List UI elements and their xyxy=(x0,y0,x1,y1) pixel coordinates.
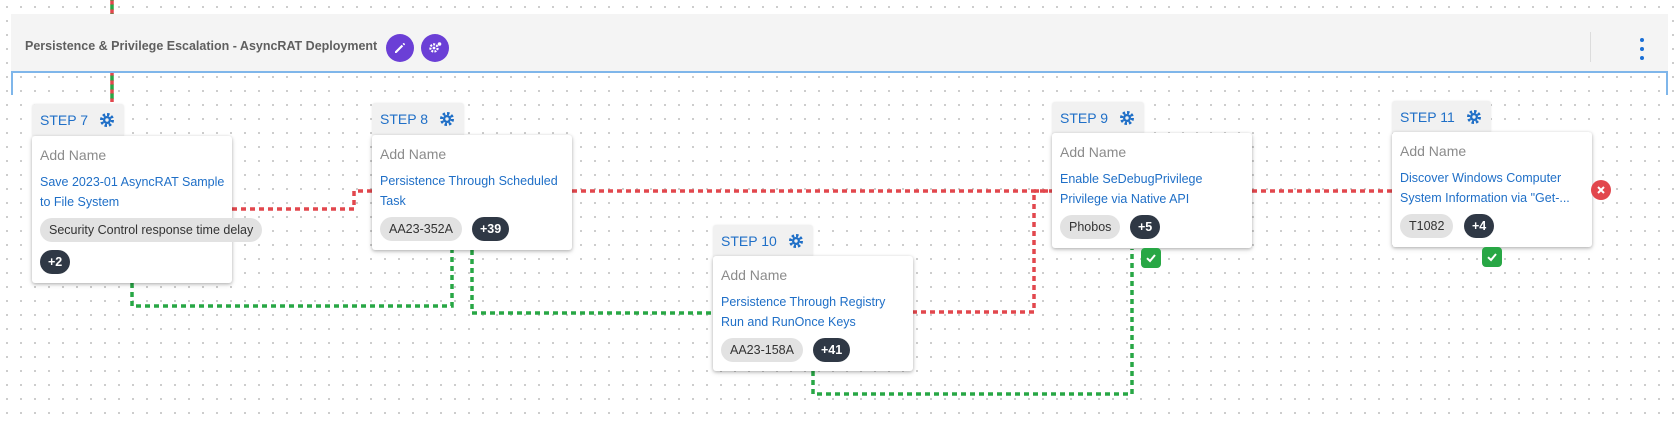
connector-line-fail xyxy=(232,189,372,211)
action-text-line: Discover Windows Computer xyxy=(1400,171,1562,185)
action-text-line: Task xyxy=(380,194,406,208)
step-tab[interactable]: STEP 8 xyxy=(372,103,464,135)
step-action-link[interactable]: Enable SeDebugPrivilege Privilege via Na… xyxy=(1060,169,1202,209)
more-tags-badge[interactable]: +41 xyxy=(813,338,851,362)
step-tab[interactable]: STEP 10 xyxy=(713,225,813,257)
step-card[interactable]: Add Name Discover Windows Computer Syste… xyxy=(1392,132,1592,247)
scenario-title: Persistence & Privilege Escalation - Asy… xyxy=(25,39,378,53)
step-name-field[interactable]: Add Name xyxy=(721,267,788,283)
check-icon xyxy=(1146,254,1156,263)
gear-icon[interactable] xyxy=(1465,108,1483,126)
more-tags-badge[interactable]: +39 xyxy=(472,217,510,241)
more-tags-badge[interactable]: +5 xyxy=(1130,215,1161,239)
step-label: STEP 9 xyxy=(1060,110,1108,126)
step-name-field[interactable]: Add Name xyxy=(1060,144,1127,160)
step-name-field[interactable]: Add Name xyxy=(380,146,447,162)
group-bracket-left xyxy=(11,71,13,95)
more-tags-badge[interactable]: +2 xyxy=(40,250,71,274)
gear-icon[interactable] xyxy=(1118,109,1136,127)
action-text-line: Persistence Through Scheduled xyxy=(380,174,558,188)
connector-line-pass xyxy=(130,250,454,308)
step-label: STEP 11 xyxy=(1400,109,1455,125)
scenario-header: Persistence & Privilege Escalation - Asy… xyxy=(11,14,1668,73)
header-divider xyxy=(1590,32,1591,62)
step-card[interactable]: Add Name Persistence Through Registry Ru… xyxy=(713,256,913,371)
step-label: STEP 10 xyxy=(721,233,777,249)
scenario-settings-button[interactable] xyxy=(421,34,449,62)
step-action-link[interactable]: Discover Windows Computer System Informa… xyxy=(1400,168,1570,208)
step-name-field[interactable]: Add Name xyxy=(40,147,107,163)
step-action-link[interactable]: Save 2023-01 AsyncRAT Sample to File Sys… xyxy=(40,172,224,212)
tag-chip[interactable]: Security Control response time delay xyxy=(40,218,263,242)
group-bracket-right xyxy=(1666,71,1668,95)
fail-status-badge xyxy=(1591,180,1611,200)
tag-chip[interactable]: AA23-352A xyxy=(380,217,462,241)
step-tab[interactable]: STEP 9 xyxy=(1052,102,1144,134)
step-card[interactable]: Add Name Enable SeDebugPrivilege Privile… xyxy=(1052,133,1252,248)
gear-icon[interactable] xyxy=(98,111,116,129)
step-label: STEP 7 xyxy=(40,112,88,128)
action-text-line: System Information via "Get-... xyxy=(1400,191,1570,205)
pencil-icon xyxy=(395,42,406,53)
gear-icon[interactable] xyxy=(787,232,805,250)
connector-line-pass xyxy=(470,250,713,315)
step-action-link[interactable]: Persistence Through Registry Run and Run… xyxy=(721,292,885,332)
action-text-line: Privilege via Native API xyxy=(1060,192,1190,206)
edit-scenario-button[interactable] xyxy=(386,34,414,62)
action-text-line: Persistence Through Registry xyxy=(721,295,886,309)
action-text-line: Enable SeDebugPrivilege xyxy=(1060,172,1203,186)
more-tags-badge[interactable]: +4 xyxy=(1464,214,1495,238)
step-tab[interactable]: STEP 7 xyxy=(32,104,124,136)
more-vertical-icon xyxy=(1640,38,1644,42)
action-text-line: Save 2023-01 AsyncRAT Sample xyxy=(40,175,225,189)
action-text-line: to File System xyxy=(40,195,120,209)
step-action-link[interactable]: Persistence Through Scheduled Task xyxy=(380,171,558,211)
gear-settings-icon xyxy=(429,42,442,53)
pass-status-badge xyxy=(1141,248,1161,268)
tag-chip[interactable]: Phobos xyxy=(1060,215,1121,239)
pass-status-badge xyxy=(1482,247,1502,267)
action-text-line: Run and RunOnce Keys xyxy=(721,315,856,329)
step-card[interactable]: Add Name Save 2023-01 AsyncRAT Sample to… xyxy=(32,136,263,283)
step-label: STEP 8 xyxy=(380,111,428,127)
connector-line-fail xyxy=(912,189,1052,314)
gear-icon[interactable] xyxy=(438,110,456,128)
step-name-field[interactable]: Add Name xyxy=(1400,143,1467,159)
tag-chip[interactable]: AA23-158A xyxy=(721,338,803,362)
tag-chip[interactable]: T1082 xyxy=(1400,214,1454,238)
check-icon xyxy=(1487,253,1497,262)
connector-line-pass xyxy=(811,249,1134,396)
step-tab[interactable]: STEP 11 xyxy=(1392,101,1491,133)
more-options-button[interactable] xyxy=(1636,38,1648,60)
close-icon xyxy=(1597,186,1605,194)
step-card[interactable]: Add Name Persistence Through Scheduled T… xyxy=(372,135,572,250)
